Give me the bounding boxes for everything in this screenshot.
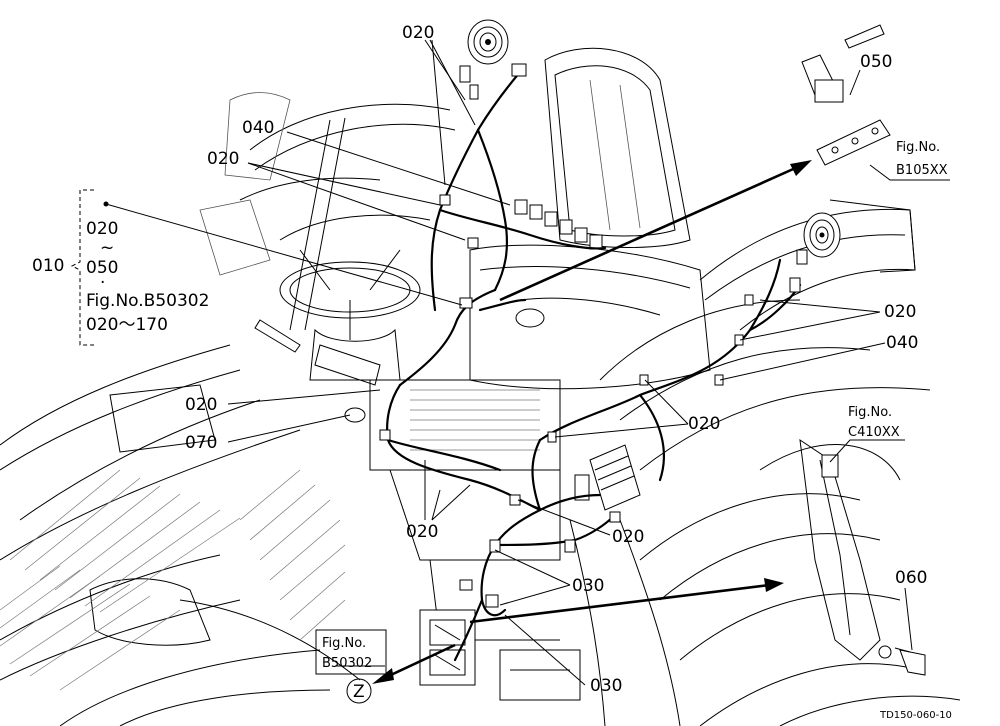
view-marker-z: Z: [346, 678, 372, 704]
fig-ref-b105xx: Fig.No. B105XX: [896, 140, 948, 178]
label-060: 060: [895, 568, 927, 588]
drawing-code: TD150-060-10: [879, 710, 952, 721]
label-070: 070: [185, 433, 217, 453]
label-020-top: 020: [402, 23, 434, 43]
horn-left: [467, 19, 509, 65]
sensor-070: [344, 308, 545, 423]
fig-ref-range: 020～170: [86, 315, 168, 335]
label-020-mid-left: 020: [185, 395, 217, 415]
bracket-tilde: ~: [100, 238, 114, 258]
fig-ref-c410xx-code: C410XX: [848, 425, 900, 440]
bolt-060: [878, 645, 926, 676]
label-020-right: 020: [884, 302, 916, 322]
bracket-group-010: 010 020 ~ 050 · Fig.No.B50302 020～170: [32, 189, 209, 346]
label-040-right: 040: [886, 333, 918, 353]
fig-ref-b105xx-code: B105XX: [896, 163, 948, 178]
horn-right: [803, 212, 841, 258]
fig-ref-c410xx: Fig.No. C410XX: [848, 405, 900, 440]
switch-050-parts: [801, 24, 891, 166]
fig-ref-b105xx-title: Fig.No.: [896, 140, 940, 155]
fig-ref-b50302-box-title: Fig.No.: [322, 636, 366, 651]
label-050-bracket: 050: [86, 258, 118, 278]
leader-lines: [105, 39, 950, 686]
label-020-bottom: 020: [406, 522, 438, 542]
reference-arrows: [372, 160, 812, 684]
fig-ref-c410xx-title: Fig.No.: [848, 405, 892, 420]
fig-ref-b50302-bracket: Fig.No.B50302: [86, 291, 209, 311]
label-020-bottom-right: 020: [612, 527, 644, 547]
view-marker-z-letter: Z: [353, 682, 365, 702]
fig-ref-b50302-box: Fig.No. B50302: [315, 629, 387, 675]
bracket-dot: ·: [100, 273, 105, 293]
label-020-upper-left: 020: [207, 149, 239, 169]
fig-ref-b50302-box-code: B50302: [322, 656, 372, 671]
label-050-top-right: 050: [860, 52, 892, 72]
label-010: 010: [32, 256, 64, 276]
relay-block: [514, 199, 603, 250]
wire-harness: [379, 63, 808, 662]
label-020-bracket: 020: [86, 219, 118, 239]
label-040-top: 040: [242, 118, 274, 138]
callout-labels: 020 040 020 050 020 040 020 020 070 020 …: [185, 23, 927, 696]
label-020-mid-right: 020: [688, 414, 720, 434]
label-030-lower: 030: [590, 676, 622, 696]
machine-line-art: [0, 47, 961, 726]
controller-module: [574, 444, 641, 511]
label-030-upper: 030: [572, 576, 604, 596]
